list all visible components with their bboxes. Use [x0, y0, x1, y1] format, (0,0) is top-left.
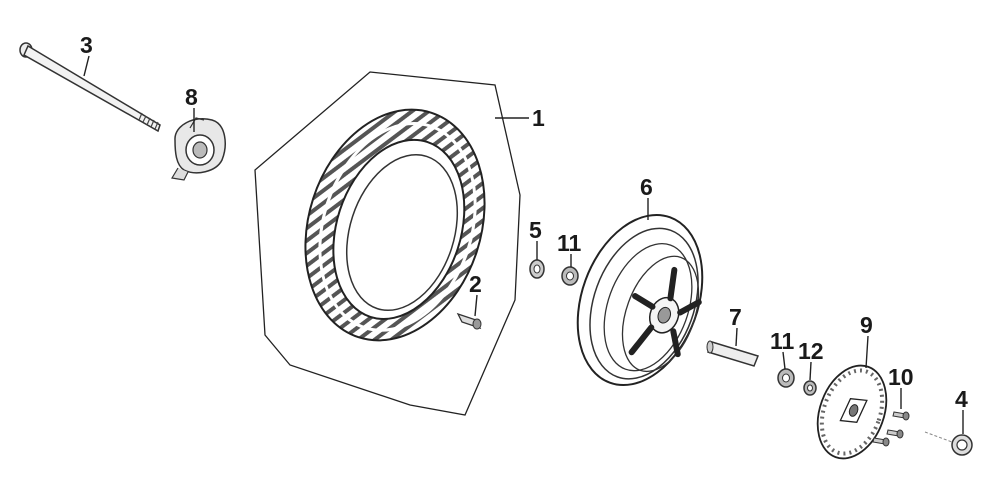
label-part-8: 8 [185, 84, 198, 110]
label-part-1: 1 [532, 105, 545, 131]
leader-lines [83, 55, 964, 434]
tire [304, 108, 486, 342]
tire-group-outline [254, 71, 521, 416]
label-part-2: 2 [469, 271, 482, 297]
label-part-11-right: 11 [770, 328, 795, 354]
label-part-4: 4 [955, 386, 968, 412]
oil-seal-right [777, 368, 795, 388]
spacer [706, 340, 759, 367]
rim [576, 213, 704, 387]
label-part-12: 12 [798, 338, 824, 364]
label-part-3: 3 [80, 32, 93, 58]
bearing-left [529, 259, 545, 279]
axle [19, 42, 161, 133]
bearing-right [803, 380, 817, 396]
label-part-7: 7 [729, 304, 742, 330]
valve [456, 312, 482, 330]
callout-labels: 3 8 1 2 5 11 6 7 11 12 9 10 4 [80, 32, 968, 412]
label-part-11-left: 11 [557, 230, 582, 256]
disc-bolts [872, 411, 910, 447]
label-part-10: 10 [888, 364, 914, 390]
oil-seal-left [561, 266, 579, 286]
label-part-6: 6 [640, 174, 653, 200]
label-part-9: 9 [860, 312, 873, 338]
brake-disc [816, 364, 888, 460]
speedometer-gearbox [171, 117, 226, 181]
label-part-5: 5 [529, 217, 542, 243]
collar [924, 431, 973, 456]
